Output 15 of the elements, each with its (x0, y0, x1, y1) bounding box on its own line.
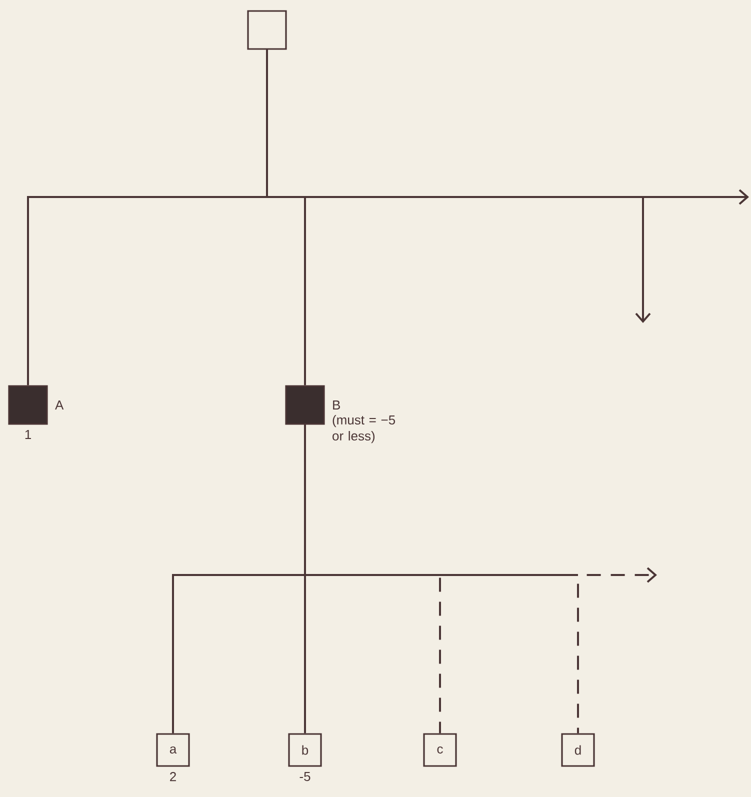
condition-note: (must = −5 or less) (332, 415, 396, 444)
outcome-box: c (423, 733, 457, 767)
node-label: A (55, 400, 64, 410)
outcome-box: b (288, 733, 322, 767)
connector-line (304, 424, 578, 576)
payoff-value: 1 (25, 430, 31, 439)
chance-box (247, 10, 287, 50)
decision-box (8, 385, 48, 425)
payoff-value: -5 (300, 772, 310, 782)
payoff-value: 2 (170, 772, 176, 782)
outcome-box: d (561, 733, 595, 767)
outcome-box: a (156, 733, 190, 767)
node-label: B (333, 400, 340, 410)
connector-line (266, 50, 651, 323)
decision-box (285, 385, 325, 425)
